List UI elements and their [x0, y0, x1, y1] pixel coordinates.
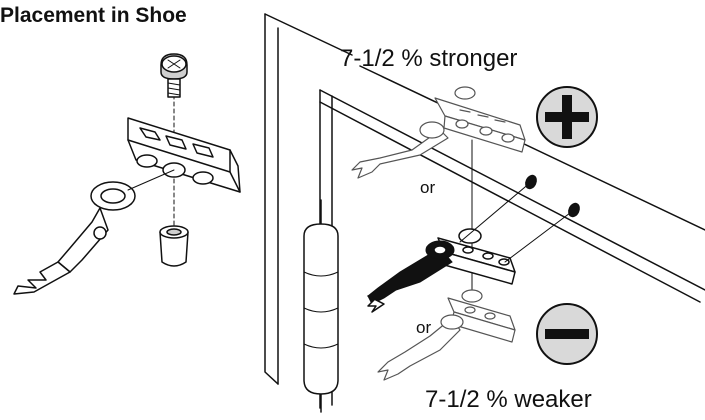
upper-position-assembly	[351, 86, 526, 179]
bracket-icon	[127, 117, 241, 193]
left-assembly	[13, 53, 241, 295]
screw-icon	[160, 53, 188, 98]
middle-position-assembly	[367, 174, 580, 313]
mounting-hole-upper	[525, 174, 537, 190]
mounting-hole-lower	[568, 202, 580, 218]
diagram-title: Placement in Shoe	[0, 4, 187, 27]
weaker-label: 7-1/2 % weaker	[425, 386, 592, 413]
plus-sign-icon	[536, 86, 598, 148]
spring-arm-icon	[13, 169, 175, 295]
lower-position-assembly	[377, 289, 516, 381]
minus-sign-icon	[536, 303, 598, 365]
or-label-lower: or	[416, 318, 432, 337]
or-label-upper: or	[420, 178, 436, 197]
stronger-label: 7-1/2 % stronger	[340, 45, 518, 72]
nut-icon	[159, 225, 189, 267]
cylinder-icon	[303, 199, 339, 413]
